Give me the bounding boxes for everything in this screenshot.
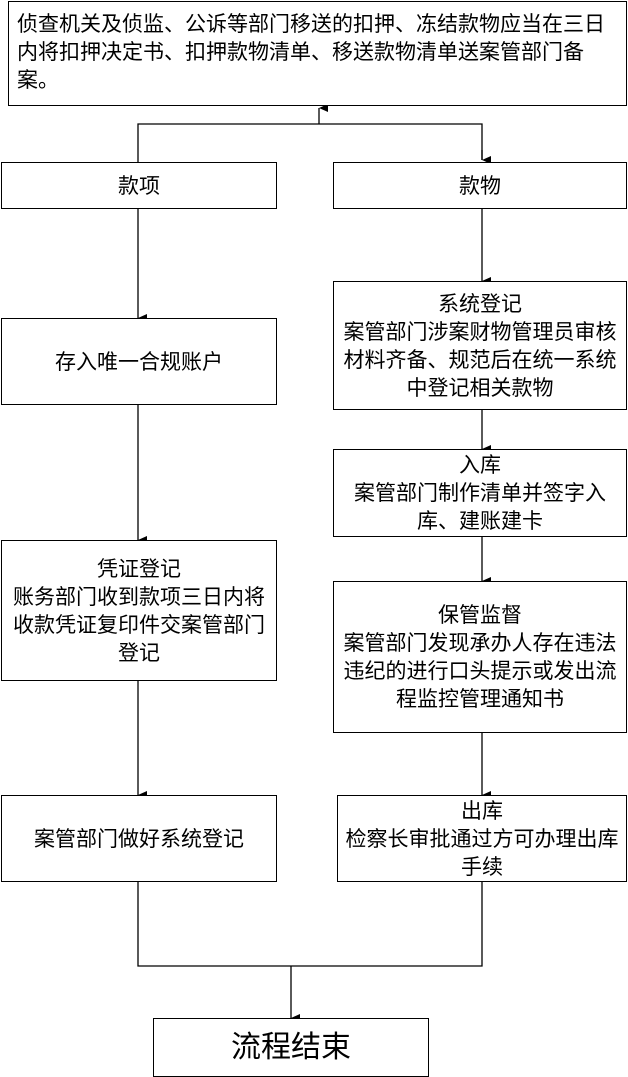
right-step1-box: 系统登记 案管部门涉案财物管理员审核材料齐备、规范后在统一系统中登记相关款物	[333, 281, 627, 410]
header-text: 侦查机关及侦监、公诉等部门移送的扣押、冻结款物应当在三日内将扣押决定书、扣押款物…	[17, 12, 605, 92]
right-step2-title: 入库	[459, 453, 501, 477]
right-branch-title-box: 款物	[333, 162, 627, 209]
right-branch-title: 款物	[459, 173, 501, 198]
right-step1-title: 系统登记	[438, 291, 522, 316]
end-box: 流程结束	[153, 1018, 429, 1077]
right-step3-title: 保管监督	[438, 603, 522, 627]
left-branch-title: 款项	[118, 173, 160, 198]
left-step1-text: 存入唯一合规账户	[55, 349, 223, 374]
right-step2-box: 入库 案管部门制作清单并签字入库、建账建卡	[333, 449, 627, 537]
left-step2-title: 凭证登记	[97, 556, 181, 581]
right-step4-text: 检察长审批通过方可办理出库手续	[345, 826, 619, 879]
right-step4-box: 出库 检察长审批通过方可办理出库手续	[337, 795, 627, 882]
left-branch-title-box: 款项	[1, 162, 277, 209]
right-step1-text: 案管部门涉案财物管理员审核材料齐备、规范后在统一系统中登记相关款物	[343, 319, 617, 400]
right-step2-text: 案管部门制作清单并签字入库、建账建卡	[354, 481, 606, 533]
left-step2-box: 凭证登记 账务部门收到款项三日内将收款凭证复印件交案管部门登记	[1, 540, 277, 681]
left-step3-text: 案管部门做好系统登记	[34, 826, 244, 851]
right-step4-title: 出库	[461, 798, 503, 823]
right-step3-text: 案管部门发现承办人存在违法违纪的进行口头提示或发出流程监控管理通知书	[343, 631, 617, 711]
header-box: 侦查机关及侦监、公诉等部门移送的扣押、冻结款物应当在三日内将扣押决定书、扣押款物…	[8, 1, 627, 106]
end-text: 流程结束	[231, 1029, 351, 1065]
left-step2-text: 账务部门收到款项三日内将收款凭证复印件交案管部门登记	[13, 584, 265, 665]
left-step1-box: 存入唯一合规账户	[1, 318, 277, 405]
right-step3-box: 保管监督 案管部门发现承办人存在违法违纪的进行口头提示或发出流程监控管理通知书	[333, 581, 627, 733]
left-step3-box: 案管部门做好系统登记	[1, 795, 277, 882]
